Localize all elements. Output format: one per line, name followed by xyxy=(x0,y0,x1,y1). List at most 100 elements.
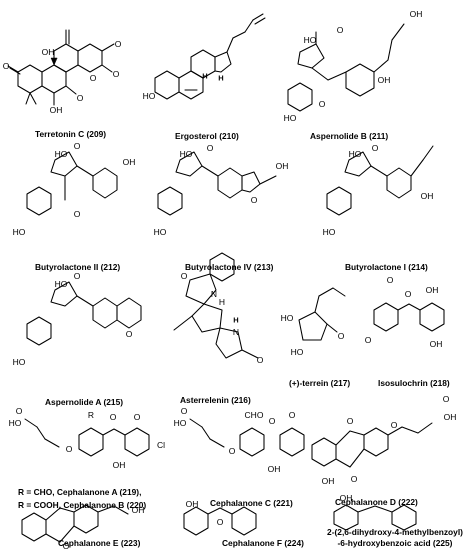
svg-text:HO: HO xyxy=(281,313,294,323)
svg-text:O: O xyxy=(207,143,214,153)
svg-text:O: O xyxy=(110,412,117,422)
svg-text:OH: OH xyxy=(113,460,126,470)
label-terretonin-c: Terretonin C (209) xyxy=(35,129,107,139)
svg-text:H: H xyxy=(202,72,207,81)
svg-text:H: H xyxy=(218,74,223,83)
svg-text:O: O xyxy=(387,275,394,285)
svg-text:OH: OH xyxy=(430,339,443,349)
svg-text:HO: HO xyxy=(291,347,304,357)
svg-text:O: O xyxy=(3,61,10,71)
svg-text:O: O xyxy=(257,355,264,365)
structure-isosulochrin: O O OH O OH xyxy=(365,275,445,349)
svg-text:O: O xyxy=(391,420,398,430)
svg-text:HO: HO xyxy=(323,227,336,237)
svg-text:O: O xyxy=(63,541,70,550)
structure-cephalanone-c: O HO O CHO O O OH xyxy=(174,406,305,474)
svg-text:HO: HO xyxy=(13,357,26,367)
svg-text:OH: OH xyxy=(268,464,281,474)
svg-text:OH: OH xyxy=(421,191,434,201)
label-asterrelenin: Asterrelenin (216) xyxy=(180,395,251,405)
label-acid-225-line2: -6-hydroxybenzoic acid (225) xyxy=(337,538,453,548)
label-butyrolactone-i: Butyrolactone I (214) xyxy=(345,262,428,272)
svg-text:O: O xyxy=(74,209,81,219)
svg-text:O: O xyxy=(90,73,97,83)
svg-text:O: O xyxy=(134,412,141,422)
svg-text:O: O xyxy=(319,99,326,109)
svg-text:O: O xyxy=(443,394,450,404)
label-cephalanone-c: Cephalanone C (221) xyxy=(210,498,293,508)
svg-text:O: O xyxy=(405,289,412,299)
svg-text:HO: HO xyxy=(13,227,26,237)
label-isosulochrin: Isosulochrin (218) xyxy=(378,378,450,388)
label-aspernolide-a: Aspernolide A (215) xyxy=(45,397,124,407)
svg-text:O: O xyxy=(289,410,296,420)
label-cephalanone-b: R = COOH, Cephalanone B (220) xyxy=(18,500,147,510)
structure-ergosterol: HO H H xyxy=(143,13,266,101)
svg-text:HO: HO xyxy=(180,149,193,159)
svg-text:O: O xyxy=(126,329,133,339)
svg-text:O: O xyxy=(217,517,224,527)
structure-butyrolactone-ii: HO O OH HO O xyxy=(13,141,136,237)
svg-text:HO: HO xyxy=(284,113,297,123)
svg-text:HO: HO xyxy=(174,418,187,428)
svg-text:OH: OH xyxy=(378,75,391,85)
svg-text:O: O xyxy=(365,335,372,345)
structure-terretonin-c: O OH OH O O O O xyxy=(3,29,122,115)
svg-text:O: O xyxy=(181,406,188,416)
label-terrein: (+)-terrein (217) xyxy=(289,378,351,388)
svg-text:OH: OH xyxy=(276,161,289,171)
structure-butyrolactone-i: HO O OH HO xyxy=(323,143,434,237)
label-cephalanone-d: Cephalanone D (222) xyxy=(335,497,418,507)
svg-text:N: N xyxy=(211,289,217,299)
svg-text:CHO: CHO xyxy=(245,410,264,420)
svg-text:H: H xyxy=(233,316,238,325)
svg-text:O: O xyxy=(347,416,354,426)
svg-text:O: O xyxy=(251,195,258,205)
svg-text:HO: HO xyxy=(9,418,22,428)
label-butyrolactone-iv: Butyrolactone IV (213) xyxy=(185,262,274,272)
structure-cephalanone-f: OH O xyxy=(183,499,257,536)
structure-aspernolide-a: HO O O HO xyxy=(13,271,142,367)
svg-text:HO: HO xyxy=(154,227,167,237)
svg-text:O: O xyxy=(337,25,344,35)
svg-text:OH: OH xyxy=(132,505,145,515)
structure-cephalanone-e: O OH xyxy=(21,504,145,550)
svg-text:OH: OH xyxy=(410,9,423,19)
svg-text:O: O xyxy=(16,406,23,416)
svg-text:O: O xyxy=(372,143,379,153)
svg-text:O: O xyxy=(74,141,81,151)
svg-text:HO: HO xyxy=(55,279,68,289)
structure-acid-225: OH xyxy=(333,493,417,531)
svg-text:O: O xyxy=(66,444,73,454)
svg-text:O: O xyxy=(269,416,276,426)
svg-text:O: O xyxy=(229,446,236,456)
label-cephalanone-f-bottom: Cephalanone F (224) xyxy=(222,538,304,548)
svg-text:OH: OH xyxy=(186,499,199,509)
svg-text:O: O xyxy=(181,271,188,281)
svg-text:OH: OH xyxy=(444,412,457,422)
structure-terrein: HO HO O xyxy=(281,287,346,357)
structure-aspernolide-b: HO HO O OH OH O xyxy=(284,9,423,123)
svg-text:O: O xyxy=(338,331,345,341)
svg-text:OH: OH xyxy=(322,476,335,486)
label-aspernolide-b: Aspernolide B (211) xyxy=(310,131,389,141)
label-cephalanone-a: R = CHO, Cephalanone A (219), xyxy=(18,487,142,497)
svg-text:OH: OH xyxy=(123,157,136,167)
structure-cephalanone-ab: O HO O R O O Cl OH xyxy=(9,406,165,470)
svg-text:R: R xyxy=(88,410,94,420)
svg-text:O: O xyxy=(77,93,84,103)
svg-text:O: O xyxy=(115,39,122,49)
svg-text:OH: OH xyxy=(50,105,63,115)
label-ergosterol: Ergosterol (210) xyxy=(175,131,239,141)
svg-text:HO: HO xyxy=(143,91,156,101)
svg-text:O: O xyxy=(351,474,358,484)
structure-asterrelenin: O N H N O H xyxy=(173,252,264,365)
svg-text:OH: OH xyxy=(426,285,439,295)
label-cephalanone-e-bottom: Cephalanone E (223) xyxy=(58,538,141,548)
svg-text:Cl: Cl xyxy=(157,440,165,450)
svg-text:HO: HO xyxy=(55,149,68,159)
svg-text:N: N xyxy=(233,327,239,337)
structure-butyrolactone-iv: HO O OH O HO xyxy=(154,143,289,237)
svg-text:O: O xyxy=(113,69,120,79)
